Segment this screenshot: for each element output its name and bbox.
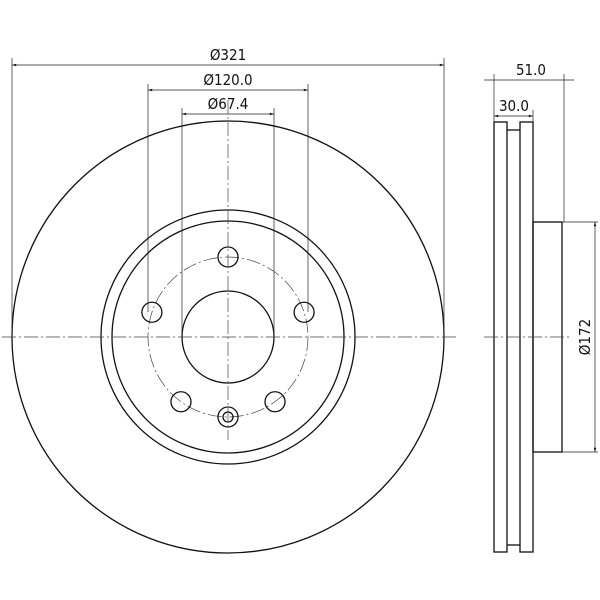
front-view <box>2 100 458 554</box>
bolt-hole <box>141 301 163 323</box>
bolt-hole <box>264 391 286 413</box>
side-dimensions: 51.0 30.0 Ø172 <box>484 61 598 453</box>
bolt-hole <box>170 391 192 413</box>
bolt-circle-label: Ø120.0 <box>203 71 252 89</box>
bolt-holes <box>141 246 315 413</box>
side-view <box>484 121 572 553</box>
front-dimensions: Ø321 Ø120.0 Ø67.4 <box>11 46 445 337</box>
total-height-label: 51.0 <box>516 61 546 79</box>
bolt-hole <box>293 301 315 323</box>
hat-diameter-label: Ø172 <box>576 319 594 355</box>
center-bore-label: Ø67.4 <box>208 95 249 113</box>
thickness-label: 30.0 <box>499 97 529 115</box>
outer-diameter-label: Ø321 <box>210 46 246 64</box>
